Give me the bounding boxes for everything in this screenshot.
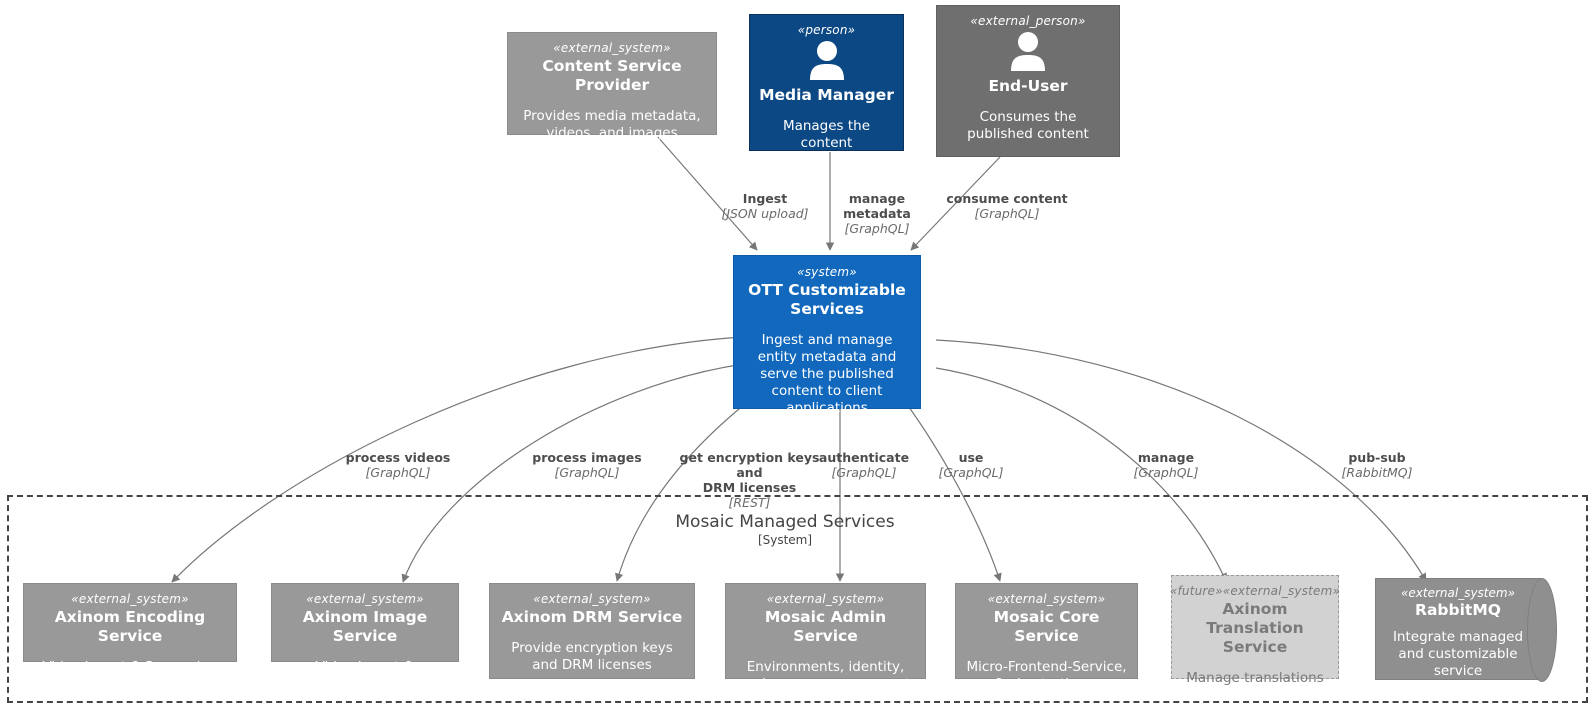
node-axinom-encoding-service[interactable]: «external_system» Axinom Encoding Servic… [23,583,237,675]
edge-label-text: manage [1137,450,1195,465]
node-stereotype: «person» [797,23,856,37]
node-axinom-drm-service[interactable]: «external_system» Axinom DRM Service Pro… [489,583,695,679]
node-rabbitmq[interactable]: «external_system» RabbitMQ Integrate man… [1375,578,1557,696]
node-description: Provide encryption keys and DRM licenses [511,640,673,673]
node-stereotype: «system» [797,265,857,279]
node-stereotype: «external_system» [766,592,885,606]
edge-label-technology: [GraphQL] [938,465,1004,480]
node-title: End-User [988,77,1068,95]
node-title: Media Manager [759,86,894,104]
edge-label-technology: [GraphQL] [844,221,910,236]
edge-label-technology: [GraphQL] [554,465,620,480]
node-description: Video Ingest & Processing [315,659,415,692]
node-title: OTT Customizable Services [748,281,906,318]
node-title: RabbitMQ [1415,601,1501,619]
node-description: Ingest and manage entity metadata and se… [757,332,897,416]
node-stereotype: «external_system» [71,592,189,606]
node-description: Environments, identity, and access manag… [740,659,911,692]
node-axinom-translation-service[interactable]: «future»«external_system» Axinom Transla… [1169,575,1341,686]
node-stereotype: «external_system» [1401,586,1515,600]
node-end-user[interactable]: «external_person» End-User Consumes the … [936,5,1120,157]
edge-label-technology: [GraphQL] [831,465,897,480]
edge-label-text: consume content [946,191,1068,206]
boundary-mosaic-managed-services [7,495,1588,703]
node-axinom-image-service[interactable]: «external_system» Axinom Image Service V… [271,583,459,692]
edge-label-technology: [JSON upload] [721,206,809,221]
node-description: Manage translations [1186,670,1324,686]
node-stereotype: «external_system» [987,592,1106,606]
edge-label-authenticate: authenticate [GraphQL] [802,450,926,480]
edge-label-manage: manage [GraphQL] [1104,450,1228,480]
edge-label-text: pub-sub [1348,450,1406,465]
node-title: Axinom Image Service [302,608,428,645]
edge-label-manage-metadata: manage metadata [GraphQL] [815,191,939,236]
person-icon [1007,31,1049,75]
node-description: Integrate managed and customizable servi… [1392,629,1524,696]
node-title: Content Service Provider [542,57,682,94]
node-mosaic-admin-service[interactable]: «external_system» Mosaic Admin Service E… [725,583,926,692]
edge-label-technology: [GraphQL] [974,206,1040,221]
edge-label-text: process images [532,450,642,465]
boundary-title: Mosaic Managed Services [675,512,895,532]
edge-label-text: get encryption keys and DRM licenses [679,450,820,495]
node-description: Consumes the published content [967,109,1089,142]
boundary-type: [System] [757,533,813,547]
node-stereotype: «external_person» [970,14,1086,28]
node-stereotype: «future»«external_system» [1169,584,1341,598]
edge-label-text: use [958,450,984,465]
person-icon [806,40,848,84]
queue-body [1375,578,1543,680]
node-title: Axinom Translation Service [1206,600,1304,656]
node-stereotype: «external_system» [533,592,651,606]
edge-label-text: process videos [345,450,451,465]
node-ott-customizable-services[interactable]: «system» OTT Customizable Services Inges… [733,255,921,416]
boundary-label: Mosaic Managed Services [System] [600,512,970,548]
edge-label-ingest: Ingest [JSON upload] [703,191,827,221]
edge-label-technology: [RabbitMQ] [1341,465,1413,480]
node-description: Manages the content [782,118,871,151]
node-stereotype: «external_system» [306,592,424,606]
edge-label-technology: [GraphQL] [365,465,431,480]
edge-label-text: authenticate [818,450,910,465]
node-mosaic-core-service[interactable]: «external_system» Mosaic Core Service Mi… [955,583,1138,692]
node-content-service-provider[interactable]: «external_system» Content Service Provid… [507,32,717,141]
queue-cap [1527,578,1557,682]
edge-label-get-encryption-keys: get encryption keys and DRM licenses [RE… [672,450,827,510]
edge-label-process-images: process images [GraphQL] [525,450,649,480]
node-title: Axinom DRM Service [501,608,683,626]
node-media-manager[interactable]: «person» Media Manager Manages the conte… [749,14,904,151]
node-description: Provides media metadata, videos, and ima… [523,108,701,141]
node-description: Micro-Frontend-Service, Orchestration… [966,659,1127,692]
node-title: Mosaic Core Service [993,608,1100,645]
node-title: Axinom Encoding Service [54,608,206,645]
edge-label-text: Ingest [742,191,788,206]
edge-label-pub-sub: pub-sub [RabbitMQ] [1315,450,1439,480]
edge-label-technology: [GraphQL] [1133,465,1199,480]
edge-label-use: use [GraphQL] [909,450,1033,480]
edge-label-technology: [REST] [728,495,771,510]
edge-label-text: manage metadata [843,191,911,221]
node-description: Video Ingest & Processing [42,659,218,675]
node-stereotype: «external_system» [553,41,671,55]
edge-label-consume-content: consume content [GraphQL] [945,191,1069,221]
edge-label-process-videos: process videos [GraphQL] [336,450,460,480]
node-title: Mosaic Admin Service [764,608,887,645]
